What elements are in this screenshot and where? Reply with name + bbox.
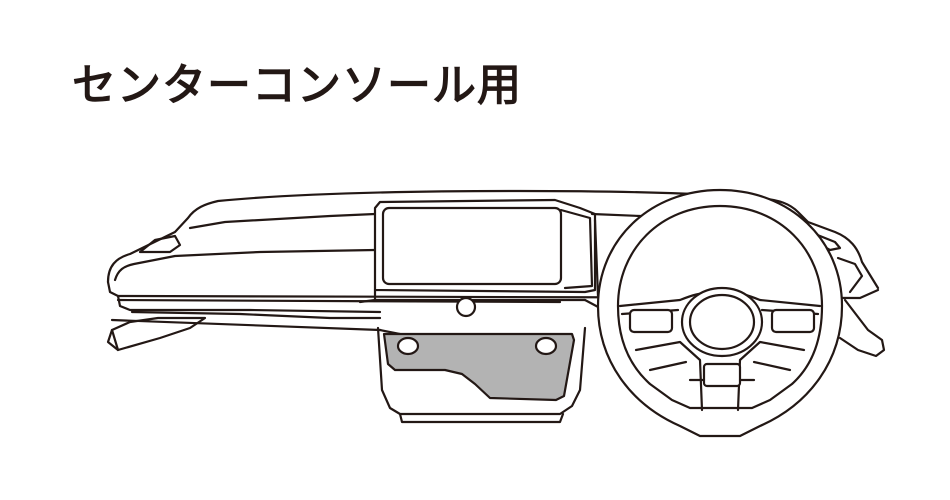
steering-wheel [596,188,844,438]
page-title: センターコンソール用 [72,60,522,111]
left-switch-panel [628,308,674,334]
center-console [376,326,587,424]
center-rail [358,288,602,318]
dashboard-body [106,189,886,358]
center-display [373,198,597,294]
right-switch-panel [770,308,816,334]
console-panel-highlight [382,332,576,402]
airbag-pad [680,286,764,358]
start-button-icon [455,296,477,318]
